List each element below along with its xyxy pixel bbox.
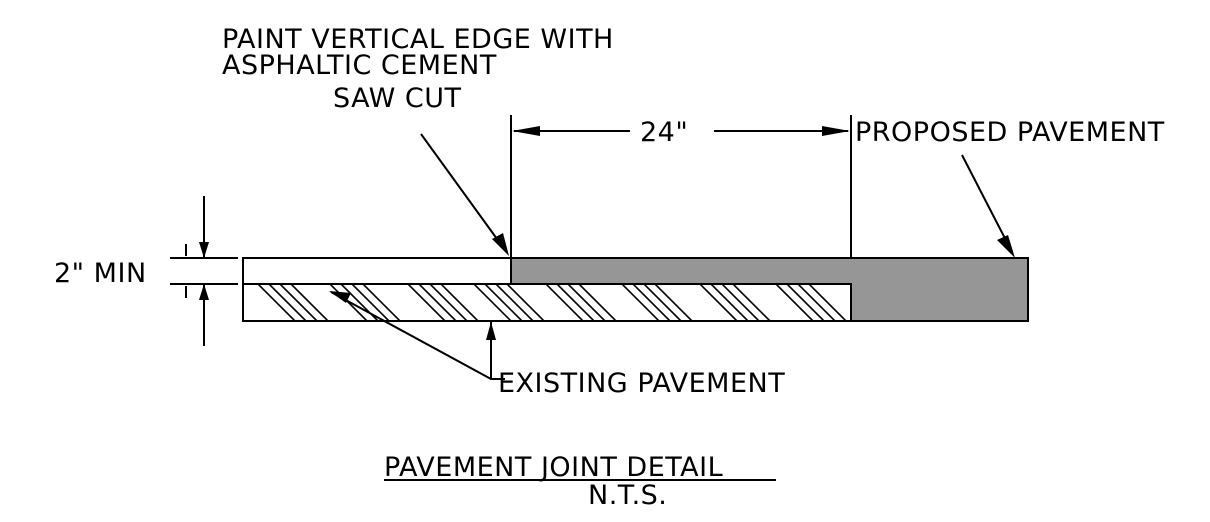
min-arrow-down-icon	[199, 242, 209, 258]
hatch-line	[279, 284, 318, 321]
hatch-line	[721, 284, 760, 321]
hatch-line	[710, 284, 749, 321]
hatch-line	[567, 284, 606, 321]
hatch-line	[556, 284, 595, 321]
hatch-line	[545, 284, 584, 321]
hatch-line	[632, 284, 671, 321]
saw-cut-leader	[420, 133, 506, 251]
existing-pavement-label: EXISTING PAVEMENT	[498, 368, 785, 399]
hatch-line	[268, 284, 307, 321]
saw-cut-label: SAW CUT	[333, 83, 462, 114]
hatch-line	[578, 284, 617, 321]
hatch-line	[699, 284, 738, 321]
dimension-arrow-right-icon	[822, 126, 850, 136]
paint-note-line2: ASPHALTIC CEMENT	[222, 50, 497, 81]
scale-label: N.T.S.	[588, 480, 667, 511]
existing-top-layer	[242, 257, 512, 285]
hatch-line	[484, 284, 523, 321]
hatch-line	[506, 284, 545, 321]
proposed-pavement-fill	[510, 257, 1029, 322]
proposed-pavement-label: PROPOSED PAVEMENT	[855, 117, 1165, 148]
hatch-line	[407, 284, 446, 321]
hatch-line	[654, 284, 693, 321]
existing-leader-up-arrow-icon	[486, 322, 496, 340]
dimension-24-label: 24"	[640, 117, 688, 148]
hatch-line	[362, 284, 401, 321]
proposed-leader-arrow-icon	[997, 235, 1015, 258]
hatch-line	[429, 284, 468, 321]
hatch-line	[621, 284, 660, 321]
hatch-line	[440, 284, 479, 321]
hatch-line	[257, 284, 296, 321]
existing-pavement-hatching	[257, 284, 847, 321]
existing-leader-left-arrow-icon	[329, 291, 351, 303]
paint-note-line1: PAINT VERTICAL EDGE WITH	[222, 24, 614, 55]
proposed-leader	[961, 154, 1013, 253]
hatch-line	[797, 284, 836, 321]
min-thickness-label: 2" MIN	[54, 258, 147, 289]
hatch-line	[351, 284, 390, 321]
hatch-line	[495, 284, 534, 321]
saw-cut-leader-arrow-icon	[492, 233, 509, 256]
hatch-line	[418, 284, 457, 321]
dimension-arrow-left-icon	[512, 126, 540, 136]
hatch-line	[643, 284, 682, 321]
hatch-line	[808, 284, 847, 321]
hatch-line	[732, 284, 771, 321]
hatch-line	[473, 284, 512, 321]
existing-leader-left	[330, 291, 505, 380]
hatch-line	[786, 284, 825, 321]
hatch-line	[775, 284, 814, 321]
hatch-line	[290, 284, 329, 321]
min-arrow-up-icon	[199, 284, 209, 300]
detail-title: PAVEMENT JOINT DETAIL	[384, 452, 723, 483]
